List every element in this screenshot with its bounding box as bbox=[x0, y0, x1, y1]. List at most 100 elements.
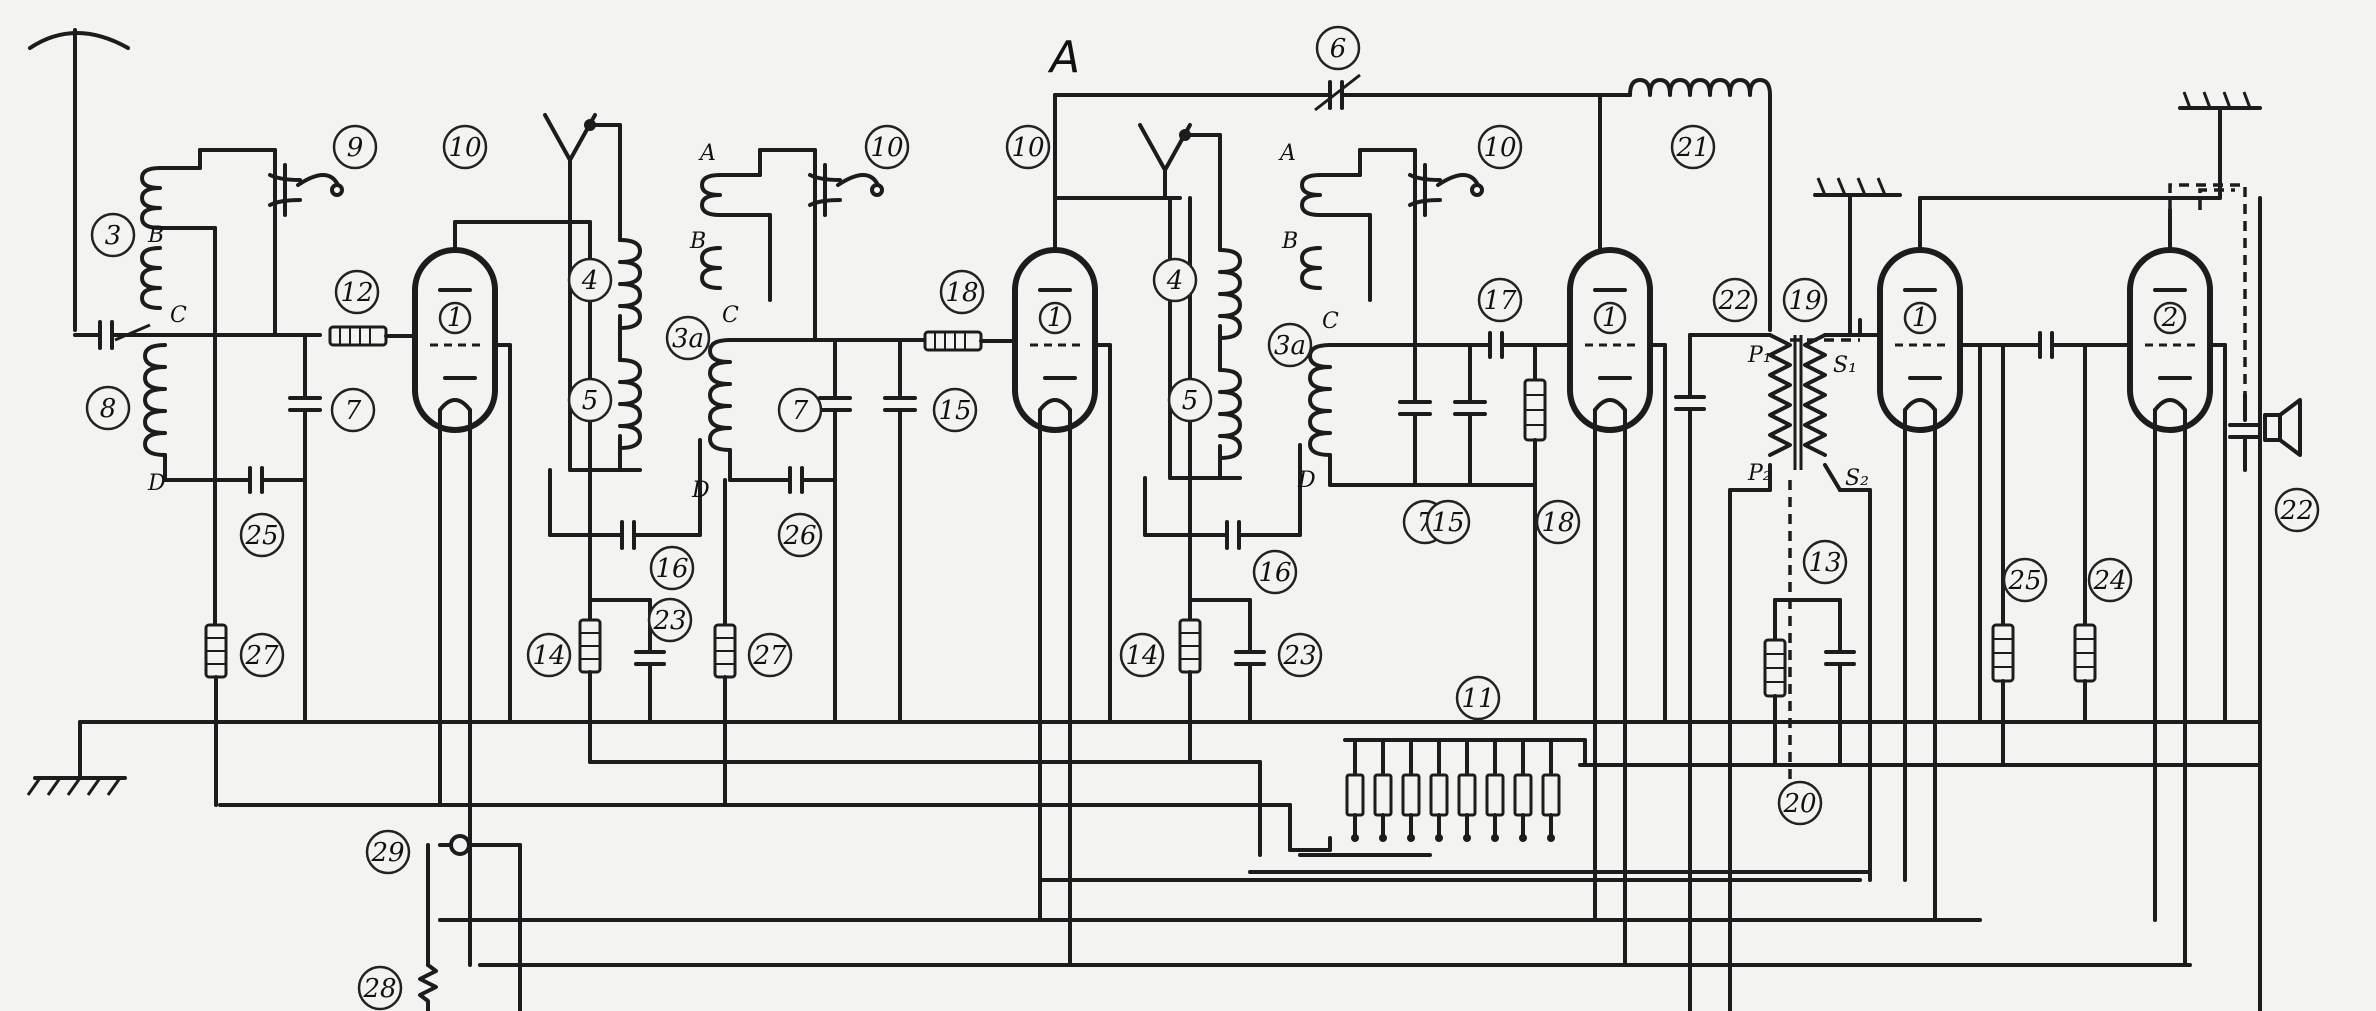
callout-17: 17 bbox=[1477, 277, 1523, 323]
callout-5: 5 bbox=[1167, 377, 1213, 423]
callout-label: 3a bbox=[672, 324, 704, 354]
bank-resistor bbox=[1513, 738, 1533, 842]
valve-number-ring bbox=[438, 301, 472, 335]
trimmer-7c-15b bbox=[1398, 343, 1487, 487]
output-transformer-dashed bbox=[2168, 183, 2247, 395]
coil-5a bbox=[568, 358, 642, 472]
coupling-capacitor-16a bbox=[548, 438, 702, 550]
callout-label: 10 bbox=[448, 133, 481, 163]
callout-label: 5 bbox=[1182, 386, 1199, 416]
coupling-capacitor-out bbox=[1958, 331, 2132, 359]
callout-label: 28 bbox=[362, 974, 396, 1004]
callout-23: 23 bbox=[647, 597, 693, 643]
capacitor-6 bbox=[1314, 73, 1632, 112]
valve-4 bbox=[1858, 196, 2102, 922]
callout-label: 27 bbox=[244, 641, 279, 671]
callout-5: 5 bbox=[567, 377, 613, 423]
callout-label: 17 bbox=[1483, 286, 1517, 316]
coil-tap-letter: B bbox=[1281, 229, 1298, 254]
callout-label: 8 bbox=[100, 394, 117, 424]
valve-number: 1 bbox=[1602, 303, 1619, 333]
resistor-25b bbox=[1991, 343, 2015, 767]
callout-label: 19 bbox=[1788, 286, 1821, 316]
callout-7: 7 bbox=[330, 387, 376, 433]
callout-3: 3 bbox=[90, 212, 136, 258]
callout-label: 14 bbox=[532, 641, 565, 671]
valve-1 bbox=[412, 220, 592, 967]
callout-label: 16 bbox=[1258, 558, 1291, 588]
transformer-terminal-letter: P₁ bbox=[1747, 343, 1772, 368]
resistor-27b bbox=[713, 478, 737, 807]
bank-resistor bbox=[1541, 738, 1561, 842]
coil-tap-letter: D bbox=[1297, 468, 1316, 493]
coil-tap-letter: C bbox=[170, 303, 187, 328]
callout-4: 4 bbox=[1152, 257, 1198, 303]
resistor-18a bbox=[898, 330, 1017, 352]
coupling-coil-8 bbox=[143, 343, 252, 482]
tuning-capacitor-10b bbox=[808, 163, 884, 217]
bank-resistor bbox=[1457, 738, 1477, 842]
callout-27: 27 bbox=[747, 632, 793, 678]
valve-number: 1 bbox=[1047, 303, 1064, 333]
switch-wave-1 bbox=[543, 113, 622, 472]
resistor-28 bbox=[418, 918, 438, 1011]
coil-tap-letter: D bbox=[147, 471, 166, 496]
callout-16: 16 bbox=[1252, 549, 1298, 595]
callout-3a: 3a bbox=[665, 315, 711, 361]
choke-21 bbox=[1598, 78, 1772, 332]
callout-10: 10 bbox=[864, 124, 910, 170]
callout-3a: 3a bbox=[1267, 322, 1313, 368]
callout-label: 4 bbox=[581, 266, 599, 296]
callout-label: 23 bbox=[652, 606, 686, 636]
callout-label: 14 bbox=[1125, 641, 1158, 671]
callout-11: 11 bbox=[1455, 675, 1501, 721]
callout-label: 11 bbox=[1461, 684, 1494, 714]
coupling-capacitor-16b bbox=[1143, 443, 1302, 550]
callout-label: 6 bbox=[1330, 34, 1347, 64]
coil-tap-letter: B bbox=[689, 229, 706, 254]
callout-label: 3 bbox=[105, 221, 122, 251]
coil-tap-letter: C bbox=[1322, 309, 1339, 334]
tuning-capacitor-10d bbox=[1408, 163, 1484, 217]
callout-label: 26 bbox=[782, 521, 816, 551]
ground-symbol-output bbox=[2098, 91, 2262, 1011]
resistor-18b bbox=[1523, 343, 1547, 724]
callout-18: 18 bbox=[1535, 499, 1581, 545]
callout-label: 5 bbox=[582, 386, 599, 416]
callout-10: 10 bbox=[1005, 124, 1051, 170]
callout-label: 24 bbox=[2092, 566, 2126, 596]
input-coil-3 bbox=[140, 148, 277, 662]
transformer-terminal-letter: P₂ bbox=[1747, 461, 1772, 486]
pilot-lamp-29 bbox=[426, 834, 522, 1011]
callout-label: 7 bbox=[345, 396, 362, 426]
valve-number: 1 bbox=[1912, 303, 1929, 333]
callout-22: 22 bbox=[2274, 487, 2320, 533]
callout-label: 21 bbox=[1675, 133, 1709, 163]
callout-7: 7 bbox=[777, 387, 823, 433]
callout-16: 16 bbox=[649, 545, 695, 591]
valve-5-output bbox=[2127, 208, 2227, 967]
callout-label: 12 bbox=[340, 278, 373, 308]
callout-label: 22 bbox=[2279, 496, 2313, 526]
bank-resistor bbox=[1373, 738, 1393, 842]
callout-26: 26 bbox=[777, 512, 823, 558]
antenna-coupling-capacitor bbox=[98, 320, 162, 350]
ground-symbol-transformer bbox=[1790, 177, 1902, 342]
callout-label: 18 bbox=[945, 278, 978, 308]
callout-13: 13 bbox=[1802, 539, 1848, 585]
callout-label: 18 bbox=[1541, 508, 1574, 538]
callout-15: 15 bbox=[1425, 499, 1471, 545]
callout-14: 14 bbox=[526, 632, 572, 678]
callout-label: 10 bbox=[1483, 133, 1516, 163]
callout-9: 9 bbox=[332, 124, 378, 170]
capacitor-25a bbox=[248, 466, 307, 494]
callout-label: 10 bbox=[870, 133, 903, 163]
callout-label: 23 bbox=[1282, 641, 1316, 671]
trimmer-7b-15a bbox=[818, 338, 917, 724]
resistor-27a bbox=[204, 623, 228, 807]
callout-14: 14 bbox=[1119, 632, 1165, 678]
